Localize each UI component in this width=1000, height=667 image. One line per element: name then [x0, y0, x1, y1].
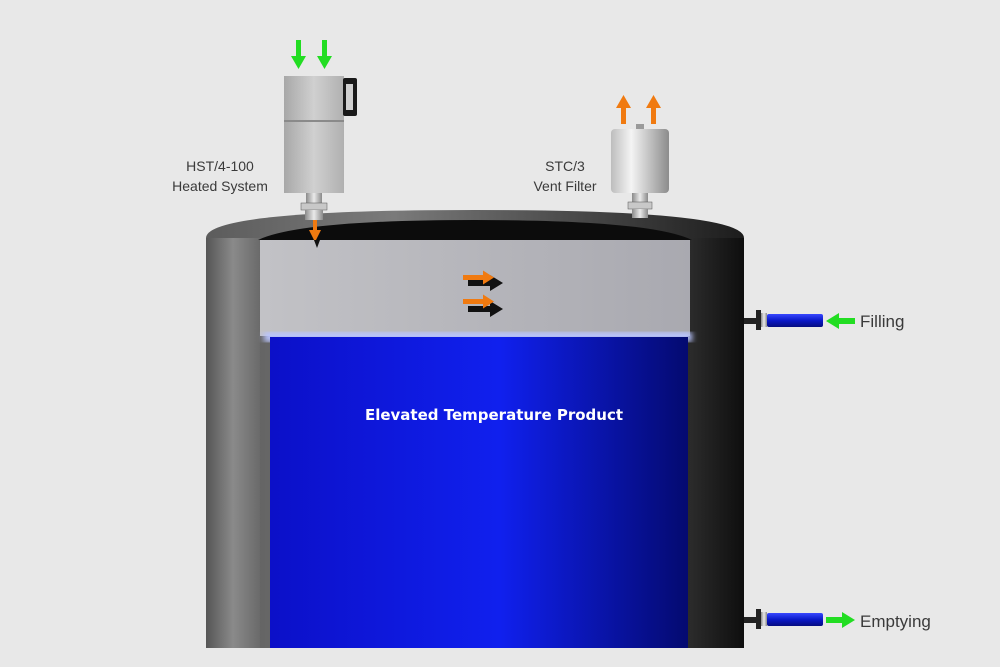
- orange-arrow-icon: [616, 95, 661, 124]
- emptying-pipe: [744, 609, 823, 629]
- heater-unit: [284, 76, 357, 220]
- black-arrow-icon: [463, 270, 503, 317]
- green-arrow-icon: [291, 40, 332, 69]
- headspace: [260, 240, 690, 336]
- vent-name-label: Vent Filter: [533, 178, 597, 194]
- tank-left-wall: [206, 238, 260, 648]
- filling-arrow-icon: [826, 313, 855, 329]
- product-label: Elevated Temperature Product: [364, 406, 624, 424]
- emptying-label: Emptying: [860, 612, 931, 631]
- filling-pipe: [744, 310, 823, 330]
- heater-model-label: HST/4-100: [186, 158, 254, 174]
- tank-roof-opening: [258, 220, 692, 240]
- heater-nozzle: [306, 193, 322, 203]
- liquid-product: [270, 337, 688, 648]
- heater-name-label: Heated System: [172, 178, 268, 194]
- heater-body-top: [284, 76, 344, 120]
- heater-outlet-arrow-icon: [309, 220, 321, 248]
- tank-right-wall: [690, 238, 744, 648]
- heater-label: HST/4-100 Heated System: [160, 156, 280, 196]
- tank: [206, 210, 744, 648]
- heater-body-bottom: [284, 122, 344, 193]
- vent-label: STC/3 Vent Filter: [520, 156, 610, 196]
- vent-filter: [611, 124, 669, 218]
- vent-nozzle: [632, 193, 648, 202]
- vent-filter-body: [611, 129, 669, 193]
- vent-model-label: STC/3: [545, 158, 585, 174]
- emptying-arrow-icon: [826, 612, 855, 628]
- filling-label: Filling: [860, 312, 905, 331]
